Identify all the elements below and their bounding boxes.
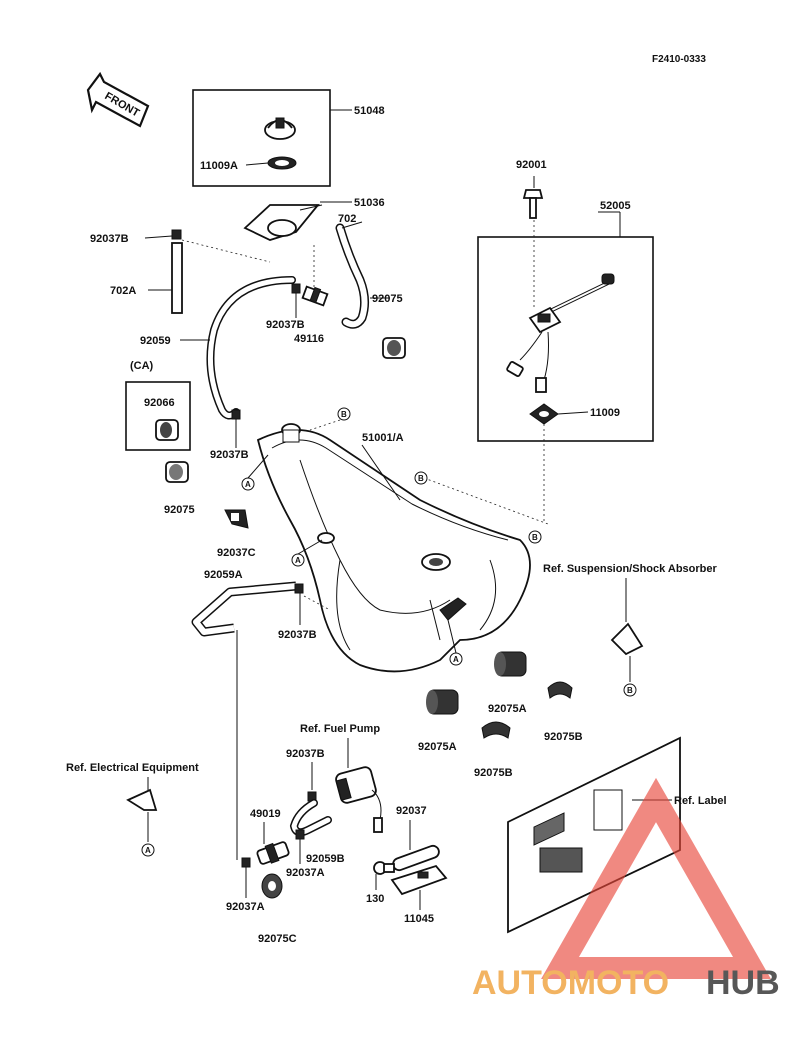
ref-marker-A-3: A <box>449 652 463 666</box>
label-92066: 92066 <box>144 397 175 409</box>
suspension-bracket-icon <box>610 622 644 656</box>
label-92037A-1: 92037A <box>286 867 325 879</box>
label-92075C: 92075C <box>258 933 297 945</box>
bracket-11045 <box>390 864 448 896</box>
svg-text:A: A <box>245 480 251 489</box>
bushing-92066 <box>155 419 179 441</box>
label-52005: 52005 <box>600 200 631 212</box>
label-51036: 51036 <box>354 197 385 209</box>
ref-marker-B-4: B <box>623 683 637 697</box>
watermark-text-2: HUB <box>706 964 780 1002</box>
clamp-92037b-3 <box>231 409 241 420</box>
svg-text:A: A <box>295 556 301 565</box>
clamp-92037b-1 <box>171 229 182 240</box>
damper-92075b-2 <box>481 721 511 739</box>
label-92075B-2: 92075B <box>474 767 513 779</box>
hose-702a <box>171 242 183 314</box>
clamp-92037a-1 <box>295 829 305 840</box>
cap-box <box>192 89 331 187</box>
svg-text:B: B <box>341 410 347 419</box>
label-11045: 11045 <box>404 913 434 925</box>
cap-gasket <box>267 156 297 170</box>
ref-fuel-pump: Ref. Fuel Pump <box>300 723 380 735</box>
label-11009A: 11009A <box>200 160 238 172</box>
fuel-filter-49019 <box>256 841 290 865</box>
fuel-sender-unit <box>506 273 615 393</box>
cap-bracket <box>243 204 323 241</box>
label-92037A-2: 92037A <box>226 901 265 913</box>
front-arrow-icon: FRONT <box>86 71 150 128</box>
ref-marker-A-4: A <box>141 843 155 857</box>
svg-text:B: B <box>627 686 633 695</box>
label-92037: 92037 <box>396 805 427 817</box>
ref-marker-B-3: B <box>528 530 542 544</box>
damper-92075c <box>261 873 283 899</box>
label-92001: 92001 <box>516 159 547 171</box>
check-valve-49116 <box>301 285 329 307</box>
ref-marker-B-2: B <box>414 471 428 485</box>
svg-text:A: A <box>145 846 151 855</box>
bolt-130 <box>373 861 395 875</box>
svg-text:A: A <box>453 655 459 664</box>
label-92075A-1: 92075A <box>488 703 527 715</box>
watermark-text-1: AUTOMOTO <box>472 964 669 1002</box>
label-92037B-3: 92037B <box>210 449 249 461</box>
label-92075A-2: 92075A <box>418 741 457 753</box>
label-51001A: 51001/A <box>362 432 404 444</box>
ref-label: Ref. Label <box>674 795 727 807</box>
label-CA: (CA) <box>130 360 154 372</box>
ref-marker-A-1: A <box>241 477 255 491</box>
damper-92075a-2 <box>426 689 459 715</box>
label-92037B-2: 92037B <box>266 319 305 331</box>
label-92075B-1: 92075B <box>544 731 583 743</box>
ref-marker-B-1: B <box>337 407 351 421</box>
label-702: 702 <box>338 213 356 225</box>
bolt-92001 <box>522 189 544 219</box>
clip-92037c <box>224 509 249 529</box>
bushing-92075-2 <box>165 461 189 483</box>
electrical-bracket-icon <box>126 788 158 811</box>
ref-suspension: Ref. Suspension/Shock Absorber <box>543 563 718 575</box>
bushing-92075-1 <box>382 337 406 359</box>
label-130: 130 <box>366 893 384 905</box>
damper-92075b-1 <box>547 681 573 699</box>
clamp-92037b-4 <box>294 583 304 594</box>
label-49019: 49019 <box>250 808 281 820</box>
label-92037B-4: 92037B <box>278 629 317 641</box>
fuel-pump <box>335 766 383 833</box>
ca-box <box>125 381 191 451</box>
label-702A: 702A <box>110 285 136 297</box>
label-92075-1: 92075 <box>372 293 403 305</box>
label-92037B-5: 92037B <box>286 748 325 760</box>
hose-92059 <box>206 276 296 420</box>
label-92059: 92059 <box>140 335 171 347</box>
sender-box <box>477 236 654 442</box>
damper-92075a-1 <box>494 651 527 677</box>
label-11009: 11009 <box>590 407 620 419</box>
label-92037C: 92037C <box>217 547 256 559</box>
svg-text:B: B <box>418 474 424 483</box>
fuel-cap <box>264 117 296 140</box>
svg-text:B: B <box>532 533 538 542</box>
ref-electrical: Ref. Electrical Equipment <box>66 762 199 774</box>
ref-marker-A-2: A <box>291 553 305 567</box>
fuel-tank-51001a <box>256 423 531 673</box>
clamp-92037b-2 <box>291 283 301 294</box>
label-92037B-1: 92037B <box>90 233 129 245</box>
watermark-logo: AUTOMOTO HUB <box>472 777 780 1002</box>
label-92059A: 92059A <box>204 569 243 581</box>
label-92075-2: 92075 <box>164 504 195 516</box>
label-92059B: 92059B <box>306 853 345 865</box>
clamp-92037a-2 <box>241 857 251 868</box>
figure-id: F2410-0333 <box>652 54 706 65</box>
label-51048: 51048 <box>354 105 385 117</box>
label-49116: 49116 <box>294 333 324 345</box>
